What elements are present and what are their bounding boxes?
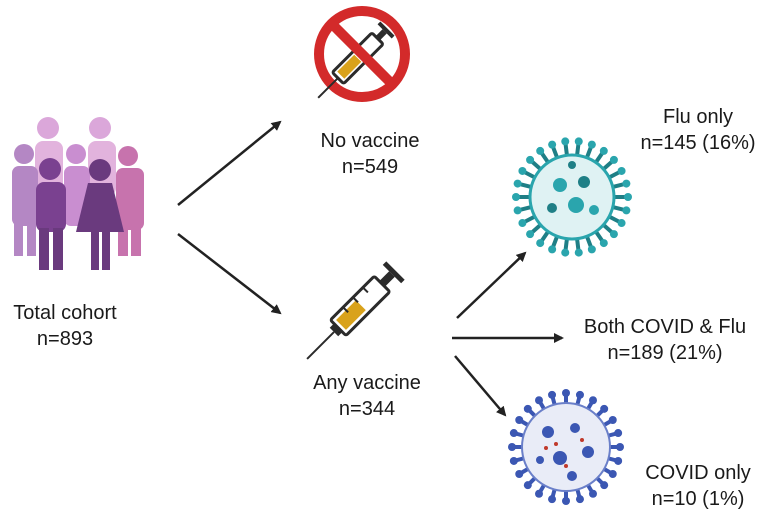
virus-spike-tip bbox=[561, 137, 570, 146]
virus-spike-tip bbox=[548, 495, 557, 504]
virus-spike-tip bbox=[574, 137, 583, 146]
virus-spike-tip bbox=[518, 166, 527, 175]
virus-spike-tip bbox=[509, 456, 518, 465]
flu-only-count: n=145 (16%) bbox=[640, 132, 756, 154]
covid-only-title: COVID only bbox=[645, 462, 751, 484]
virus-spike-tip bbox=[608, 416, 617, 424]
virus-spike-tip bbox=[600, 404, 609, 413]
virus-spike-tip bbox=[624, 193, 632, 201]
virus-spike-tip bbox=[614, 429, 623, 438]
both-label: Both COVID & Flu n=189 (21%) bbox=[570, 314, 760, 366]
virus-spike-tip bbox=[599, 146, 608, 155]
virus-spike-tip bbox=[515, 470, 524, 478]
arrow-to-covid-only bbox=[454, 355, 507, 417]
virus-spike-tip bbox=[609, 155, 618, 164]
syringe-icon bbox=[306, 261, 405, 360]
virus-spike-tip bbox=[509, 429, 518, 438]
virus-spike-tip bbox=[622, 179, 631, 188]
covid-only-label: COVID only n=10 (1%) bbox=[632, 460, 764, 512]
flu-only-label: Flu only n=145 (16%) bbox=[632, 104, 764, 156]
flu-only-title: Flu only bbox=[662, 106, 734, 128]
virus-spike-tip bbox=[523, 481, 532, 490]
both-title: Both COVID & Flu bbox=[583, 316, 747, 338]
virus-spike-tip bbox=[600, 481, 609, 490]
no-vaccine-icon bbox=[314, 6, 410, 102]
virus-spike-tip bbox=[574, 248, 583, 257]
both-count: n=189 (21%) bbox=[607, 342, 723, 364]
virus-spike-tip bbox=[575, 390, 584, 399]
virus-spike-tip bbox=[515, 416, 524, 424]
virus-spike-tip bbox=[536, 239, 545, 248]
arrow-to-flu-only bbox=[456, 251, 527, 319]
any-vaccine-count: n=344 bbox=[338, 398, 396, 420]
virus-spike-tip bbox=[535, 489, 543, 498]
virus-spike-tip bbox=[622, 206, 631, 215]
covid-virus-icon bbox=[508, 389, 624, 505]
virus-spike-tip bbox=[617, 219, 626, 228]
cohort-count: n=893 bbox=[36, 328, 94, 350]
cohort-label: Total cohort n=893 bbox=[0, 300, 130, 352]
virus-spike-tip bbox=[548, 390, 557, 399]
covid-only-count: n=10 (1%) bbox=[651, 488, 745, 510]
virus-spike-tip bbox=[535, 396, 543, 405]
virus-spike-tip bbox=[512, 193, 520, 201]
virus-spike-tip bbox=[513, 206, 522, 215]
flu-virus-icon bbox=[512, 137, 632, 257]
virus-spike-tip bbox=[536, 146, 545, 155]
no-vaccine-title: No vaccine bbox=[320, 130, 420, 152]
virus-spike-tip bbox=[609, 230, 618, 239]
virus-spike-tip bbox=[513, 179, 522, 188]
virus-spike-tip bbox=[599, 239, 608, 248]
virus-spike-tip bbox=[616, 443, 624, 451]
virus-spike-tip bbox=[518, 219, 527, 228]
no-vaccine-label: No vaccine n=549 bbox=[310, 128, 430, 180]
virus-spike-tip bbox=[614, 456, 623, 465]
people-group-icon bbox=[12, 117, 144, 270]
any-vaccine-label: Any vaccine n=344 bbox=[302, 370, 432, 422]
virus-spike-tip bbox=[587, 245, 596, 254]
any-vaccine-title: Any vaccine bbox=[313, 372, 421, 394]
no-vaccine-count: n=549 bbox=[341, 156, 399, 178]
cohort-title: Total cohort bbox=[13, 302, 117, 324]
virus-spike-tip bbox=[526, 230, 535, 239]
virus-spike-tip bbox=[587, 140, 596, 149]
virus-spike-tip bbox=[562, 389, 570, 397]
virus-spike-tip bbox=[561, 248, 570, 257]
virus-spike-tip bbox=[617, 166, 626, 175]
virus-spike-tip bbox=[526, 155, 535, 164]
virus-spike-tip bbox=[548, 245, 557, 254]
virus-spike-tip bbox=[562, 497, 570, 505]
virus-spike-tip bbox=[608, 470, 617, 478]
virus-spike-tip bbox=[589, 489, 597, 498]
arrow-to-no-vaccine bbox=[177, 120, 282, 206]
virus-spike-tip bbox=[575, 495, 584, 504]
arrow-to-any-vaccine bbox=[177, 233, 282, 315]
virus-spike-tip bbox=[589, 396, 597, 405]
virus-spike-tip bbox=[508, 443, 516, 451]
virus-spike-tip bbox=[548, 140, 557, 149]
virus-spike-tip bbox=[523, 404, 532, 413]
